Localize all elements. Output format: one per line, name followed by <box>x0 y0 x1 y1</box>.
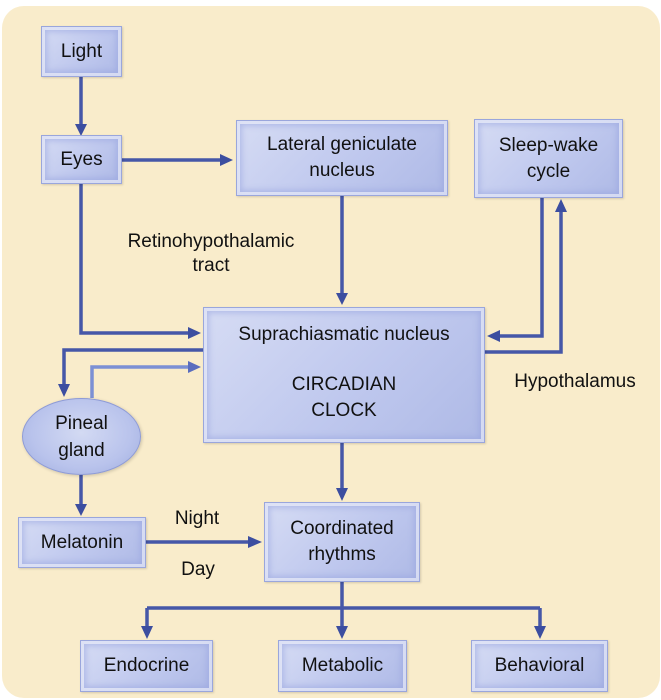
arrow-scn-to-pineal <box>62 348 203 386</box>
arrow-coordinated-to-outputs <box>145 582 542 628</box>
node-melatonin-label: Melatonin <box>40 531 124 553</box>
arrowhead-eyes-scn <box>188 327 201 339</box>
arrowhead-scn-coordinated <box>336 488 348 501</box>
node-sleep-wake-cycle: Sleep-wake cycle <box>474 119 623 198</box>
arrowhead-lgn-scn <box>336 293 348 305</box>
arrowhead-melatonin-coordinated <box>248 536 262 548</box>
node-pineal-line-1: Pineal <box>55 412 108 434</box>
label-night: Night <box>165 507 229 531</box>
node-sleep-wake-line-1: Sleep-wake <box>498 134 599 156</box>
node-endocrine: Endocrine <box>80 640 213 692</box>
node-endocrine-label: Endocrine <box>103 655 190 676</box>
node-circadian-line-1: CIRCADIAN <box>291 374 397 395</box>
label-retinohypothalamic-tract: Retinohypothalamic tract <box>106 230 316 278</box>
node-lgn-line-2: nucleus <box>309 160 375 181</box>
node-lateral-geniculate-nucleus: Lateral geniculate nucleus <box>236 120 448 196</box>
arrowhead-light-eyes <box>75 124 87 136</box>
node-light-label: Light <box>60 40 103 62</box>
node-light: Light <box>41 26 122 77</box>
label-tract-line-2: tract <box>192 255 230 276</box>
arrow-scn-to-sleep-wake <box>485 210 563 354</box>
arrow-pineal-to-scn <box>90 365 190 398</box>
arrowhead-scn-pineal <box>58 384 70 397</box>
node-lgn-line-1: Lateral geniculate <box>267 134 417 155</box>
label-tract-line-1: Retinohypothalamic <box>127 231 295 252</box>
label-hypothalamus: Hypothalamus <box>500 370 650 394</box>
node-behavioral: Behavioral <box>471 640 608 692</box>
arrowhead-to-metabolic <box>336 626 348 639</box>
node-melatonin: Melatonin <box>18 517 146 568</box>
arrowhead-to-behavioral <box>534 626 546 639</box>
arrow-eyes-to-scn <box>79 184 190 335</box>
label-day-text: Day <box>181 559 215 580</box>
arrowhead-pineal-scn <box>188 361 201 373</box>
arrowhead-to-endocrine <box>141 626 153 639</box>
node-metabolic: Metabolic <box>278 640 407 692</box>
arrowhead-pineal-melatonin <box>75 504 87 516</box>
node-sleep-wake-line-2: cycle <box>526 160 571 182</box>
node-suprachiasmatic-nucleus: Suprachiasmatic nucleus CIRCADIAN CLOCK <box>203 307 485 443</box>
node-eyes-label: Eyes <box>60 148 103 170</box>
arrowhead-scn-sleep-wake <box>555 199 567 212</box>
label-day: Day <box>168 558 228 582</box>
arrowhead-sleep-wake-scn <box>487 330 500 342</box>
label-night-text: Night <box>174 508 220 529</box>
node-coordinated-line-2: rhythms <box>308 544 376 565</box>
node-coordinated-rhythms: Coordinated rhythms <box>264 502 420 582</box>
node-pineal-line-2: gland <box>58 439 105 461</box>
node-coordinated-line-1: Coordinated <box>290 518 394 539</box>
node-metabolic-label: Metabolic <box>301 655 384 676</box>
node-circadian-line-2: CLOCK <box>311 400 377 421</box>
node-scn-label: Suprachiasmatic nucleus <box>238 324 450 345</box>
node-behavioral-label: Behavioral <box>494 655 585 676</box>
node-pineal-gland: Pineal gland <box>22 398 141 475</box>
label-hypothalamus-text: Hypothalamus <box>514 371 636 392</box>
arrowhead-eyes-lgn <box>220 154 233 166</box>
node-eyes: Eyes <box>41 135 122 184</box>
arrow-sleep-wake-to-scn <box>500 198 544 338</box>
